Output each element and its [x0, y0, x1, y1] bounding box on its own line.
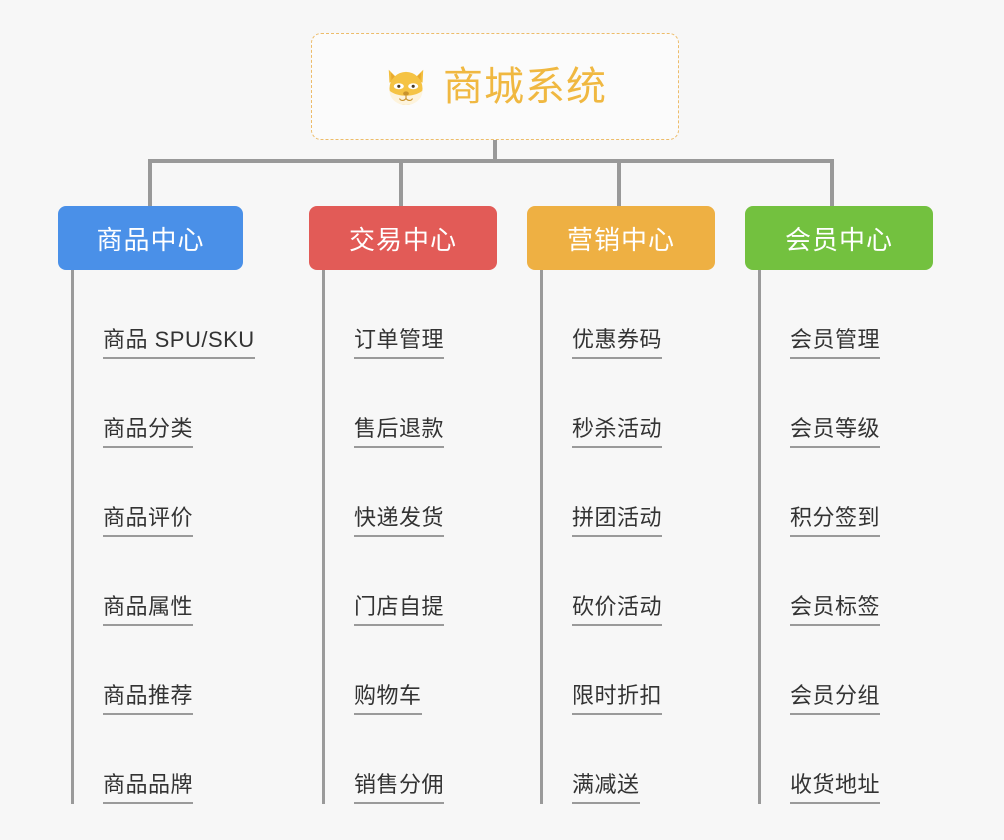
list-item[interactable]: 快递发货 [325, 448, 549, 537]
list-item[interactable]: 优惠券码 [543, 270, 767, 359]
list-item-label: 会员分组 [790, 683, 881, 715]
list-item[interactable]: 销售分佣 [325, 715, 549, 804]
branch-header-trade-center[interactable]: 交易中心 [309, 206, 497, 270]
list-item[interactable]: 商品推荐 [74, 626, 298, 715]
list-item-label: 商品评价 [103, 505, 194, 537]
list-item-label: 积分签到 [790, 505, 881, 537]
list-item[interactable]: 秒杀活动 [543, 359, 767, 448]
list-item[interactable]: 商品品牌 [74, 715, 298, 804]
list-item-label: 收货地址 [790, 772, 881, 804]
branch-header-marketing-center[interactable]: 营销中心 [527, 206, 715, 270]
branch-column-member-center: 会员中心 会员管理 会员等级 积分签到 会员标签 会员分组 收货地址 [745, 206, 985, 804]
branch-column-trade-center: 交易中心 订单管理 售后退款 快递发货 门店自提 购物车 销售分佣 [309, 206, 549, 804]
list-item-label: 砍价活动 [572, 594, 663, 626]
list-item[interactable]: 会员管理 [761, 270, 985, 359]
list-item-label: 商品属性 [103, 594, 194, 626]
branch-header-label: 商品中心 [96, 224, 205, 255]
list-item-label: 快递发货 [354, 505, 445, 537]
branch-column-product-center: 商品中心 商品 SPU/SKU 商品分类 商品评价 商品属性 商品推荐 商品品牌 [58, 206, 298, 804]
connector-drop-3 [617, 159, 621, 206]
list-item-label: 销售分佣 [354, 772, 445, 804]
branch-header-label: 会员中心 [784, 224, 893, 255]
list-item-label: 购物车 [354, 683, 422, 715]
branch-items-marketing-center: 优惠券码 秒杀活动 拼团活动 砍价活动 限时折扣 满减送 [540, 270, 767, 804]
connector-drop-2 [399, 159, 403, 206]
list-item[interactable]: 限时折扣 [543, 626, 767, 715]
branch-header-label: 营销中心 [566, 224, 675, 255]
list-item-label: 会员标签 [790, 594, 881, 626]
list-item[interactable]: 商品评价 [74, 448, 298, 537]
list-item[interactable]: 拼团活动 [543, 448, 767, 537]
connector-drop-4 [830, 159, 834, 206]
list-item-label: 秒杀活动 [572, 416, 663, 448]
list-item-label: 售后退款 [354, 416, 445, 448]
list-item-label: 优惠券码 [572, 327, 663, 359]
list-item[interactable]: 购物车 [325, 626, 549, 715]
list-item-label: 门店自提 [354, 594, 445, 626]
list-item-label: 满减送 [572, 772, 640, 804]
branch-items-member-center: 会员管理 会员等级 积分签到 会员标签 会员分组 收货地址 [758, 270, 985, 804]
list-item-label: 商品推荐 [103, 683, 194, 715]
root-node[interactable]: 商城系统 [311, 33, 679, 140]
branch-header-label: 交易中心 [348, 224, 457, 255]
list-item-label: 会员等级 [790, 416, 881, 448]
list-item-label: 商品品牌 [103, 772, 194, 804]
list-item[interactable]: 积分签到 [761, 448, 985, 537]
list-item[interactable]: 会员标签 [761, 537, 985, 626]
list-item-label: 订单管理 [354, 327, 445, 359]
list-item[interactable]: 会员等级 [761, 359, 985, 448]
branch-header-product-center[interactable]: 商品中心 [58, 206, 243, 270]
list-item[interactable]: 收货地址 [761, 715, 985, 804]
list-item[interactable]: 商品属性 [74, 537, 298, 626]
list-item-label: 拼团活动 [572, 505, 663, 537]
list-item[interactable]: 商品分类 [74, 359, 298, 448]
shiba-dog-face-icon [383, 64, 429, 110]
list-item[interactable]: 售后退款 [325, 359, 549, 448]
connector-root-stem [493, 140, 497, 162]
list-item[interactable]: 会员分组 [761, 626, 985, 715]
root-title: 商城系统 [443, 64, 607, 109]
list-item[interactable]: 订单管理 [325, 270, 549, 359]
list-item[interactable]: 满减送 [543, 715, 767, 804]
list-item-label: 商品分类 [103, 416, 194, 448]
branch-items-product-center: 商品 SPU/SKU 商品分类 商品评价 商品属性 商品推荐 商品品牌 [71, 270, 298, 804]
branch-column-marketing-center: 营销中心 优惠券码 秒杀活动 拼团活动 砍价活动 限时折扣 满减送 [527, 206, 767, 804]
list-item-label: 商品 SPU/SKU [103, 327, 255, 359]
branch-header-member-center[interactable]: 会员中心 [745, 206, 933, 270]
connector-horizontal-bar [148, 159, 834, 163]
connector-drop-1 [148, 159, 152, 206]
list-item[interactable]: 商品 SPU/SKU [74, 270, 298, 359]
list-item[interactable]: 砍价活动 [543, 537, 767, 626]
branch-items-trade-center: 订单管理 售后退款 快递发货 门店自提 购物车 销售分佣 [322, 270, 549, 804]
list-item-label: 会员管理 [790, 327, 881, 359]
list-item-label: 限时折扣 [572, 683, 663, 715]
list-item[interactable]: 门店自提 [325, 537, 549, 626]
